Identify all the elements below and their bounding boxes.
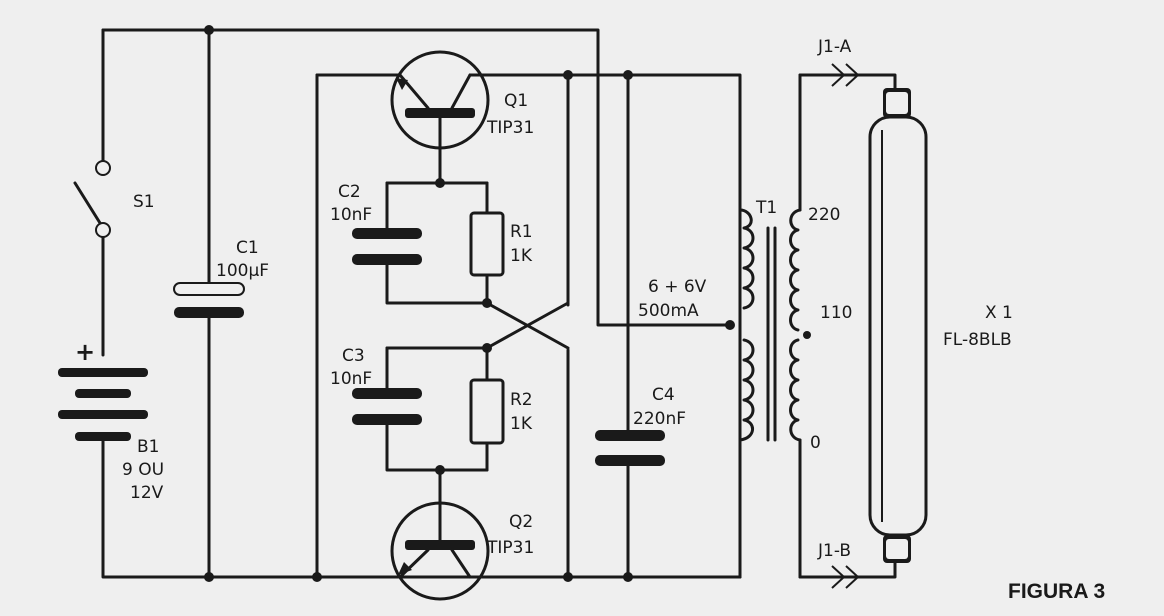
s1-label: S1 <box>133 192 155 212</box>
wiring <box>101 28 897 579</box>
j1a-label: J1-A <box>817 37 852 57</box>
connector-j1b: J1-B <box>817 541 860 589</box>
resistor-r2: R2 1K <box>469 378 533 445</box>
c1-value: 100µF <box>216 261 269 281</box>
b1-value-line2: 12V <box>130 483 164 503</box>
r1-value: 1K <box>510 246 533 266</box>
b1-label: B1 <box>137 437 159 457</box>
battery-b1: + B1 9 OU 12V <box>58 338 164 503</box>
c2-value: 10nF <box>330 205 372 225</box>
r1-label: R1 <box>510 222 533 242</box>
t1-label: T1 <box>755 198 777 218</box>
connector-j1a: J1-A <box>817 37 860 87</box>
transistor-q2: Q2 TIP31 <box>390 501 534 601</box>
c4-label: C4 <box>652 385 675 405</box>
q2-value: TIP31 <box>486 538 534 558</box>
x1-value: FL-8BLB <box>943 330 1012 350</box>
r2-label: R2 <box>510 390 533 410</box>
t1-tap-220: 220 <box>808 205 840 225</box>
t1-tap-0: 0 <box>810 433 821 453</box>
b1-polarity: + <box>75 338 95 366</box>
capacitor-c4: C4 220nF <box>595 385 686 466</box>
c1-label: C1 <box>236 238 259 258</box>
figure-title: FIGURA 3 <box>1008 580 1105 603</box>
c3-value: 10nF <box>330 369 372 389</box>
t1-tap-110: 110 <box>820 303 852 323</box>
j1b-label: J1-B <box>817 541 851 561</box>
c4-value: 220nF <box>633 409 686 429</box>
lamp-x1: X 1 FL-8BLB <box>868 88 1013 563</box>
transformer-t1: T1 220 110 0 6 + 6V 500mA <box>638 198 852 453</box>
capacitor-c2: C2 10nF <box>330 182 422 265</box>
transistor-q1: Q1 TIP31 <box>390 50 534 150</box>
q1-label: Q1 <box>504 91 528 111</box>
t1-primary-voltage: 6 + 6V <box>648 277 707 297</box>
capacitor-c1: C1 100µF <box>173 238 269 318</box>
c3-label: C3 <box>342 346 365 366</box>
capacitor-c3: C3 10nF <box>330 346 422 425</box>
q1-value: TIP31 <box>486 118 534 138</box>
q2-label: Q2 <box>509 512 533 532</box>
b1-value-line1: 9 OU <box>122 460 164 480</box>
junction-dots <box>204 25 811 582</box>
r2-value: 1K <box>510 414 533 434</box>
t1-primary-current: 500mA <box>638 301 699 321</box>
resistor-r1: R1 1K <box>469 211 533 277</box>
c2-label: C2 <box>338 182 361 202</box>
switch-s1: S1 <box>73 160 155 238</box>
x1-label: X 1 <box>985 303 1013 323</box>
